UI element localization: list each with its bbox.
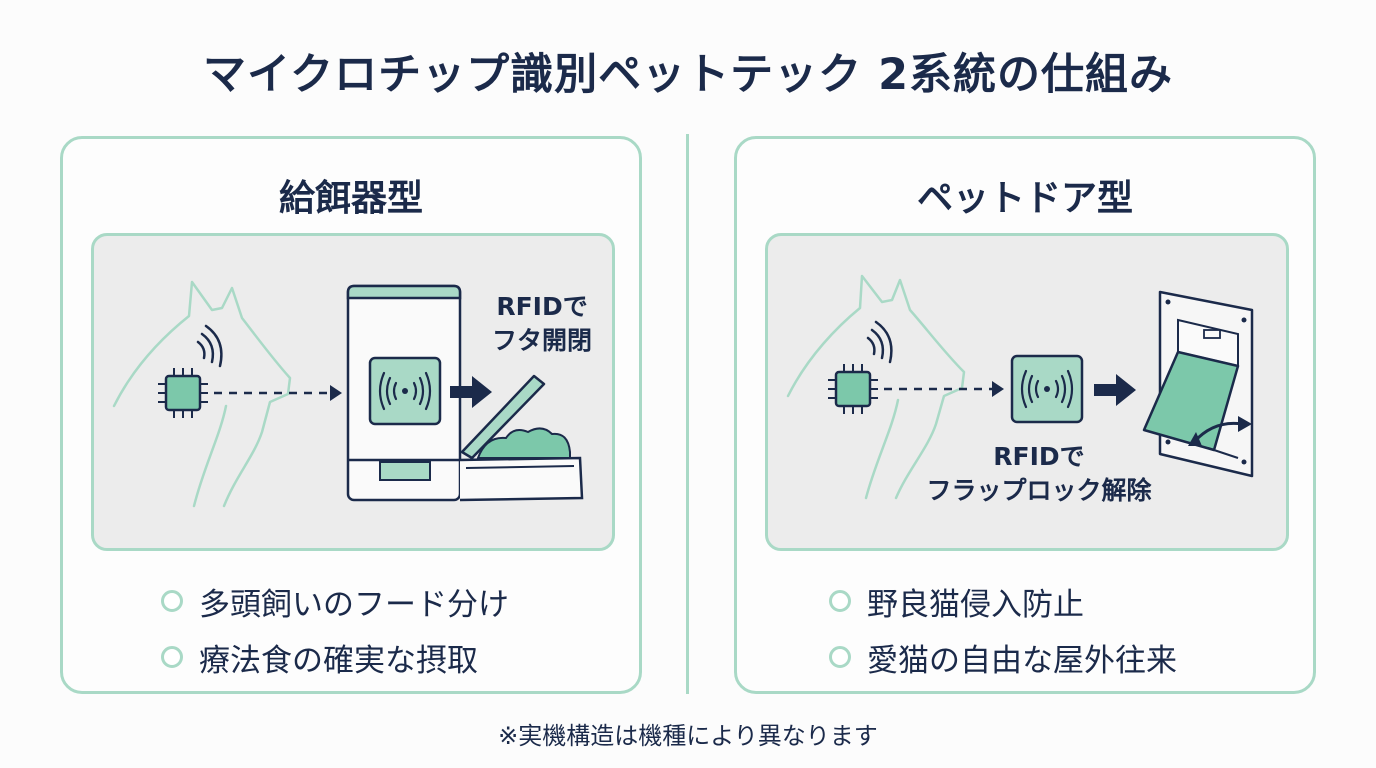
pet-door-illustration-panel: RFIDで フラップロック解除	[765, 233, 1289, 551]
feeder-illustration-panel: RFIDで フタ開閉	[91, 233, 615, 551]
microchip-icon	[828, 364, 878, 414]
list-item: 療法食の確実な摂取	[161, 629, 509, 685]
feeder-card-title: 給餌器型	[278, 178, 423, 219]
feeder-benefit-1: 多頭飼いのフード分け	[199, 586, 509, 623]
pet-door-card-title: ペットドア型	[916, 178, 1133, 219]
feeder-type-card: 給餌器型	[60, 136, 642, 694]
bullet-circle-icon	[161, 590, 183, 612]
bullet-circle-icon	[829, 646, 851, 668]
rfid-reader-icon	[368, 356, 442, 426]
feeder-benefit-list: 多頭飼いのフード分け 療法食の確実な摂取	[161, 573, 509, 685]
feeder-rfid-line1: RFIDで	[496, 292, 588, 321]
center-divider	[686, 134, 689, 694]
pet-door-illustration	[786, 274, 1254, 500]
food-bowl-icon	[459, 427, 584, 502]
cat-outline-icon	[112, 280, 292, 508]
pet-door-benefit-list: 野良猫侵入防止 愛猫の自由な屋外往来	[829, 573, 1177, 685]
dashed-arrow-icon	[214, 385, 342, 401]
arrow-right-icon	[450, 376, 492, 408]
arrow-right-icon	[1094, 374, 1136, 406]
bullet-circle-icon	[829, 590, 851, 612]
pet-door-icon	[1142, 290, 1254, 478]
feeder-lid-icon	[460, 374, 546, 460]
signal-waves-icon	[196, 324, 223, 368]
list-item: 野良猫侵入防止	[829, 573, 1177, 629]
door-benefit-2: 愛猫の自由な屋外往来	[867, 642, 1177, 679]
feeder-rfid-label: RFIDで フタ開閉	[492, 290, 592, 358]
dashed-arrow-icon	[884, 381, 1004, 397]
bullet-circle-icon	[161, 646, 183, 668]
page-title: マイクロチップ識別ペットテック 2系統の仕組み	[202, 50, 1174, 100]
door-benefit-1: 野良猫侵入防止	[867, 586, 1084, 623]
door-rfid-label: RFIDで フラップロック解除	[914, 440, 1164, 508]
microchip-icon	[158, 368, 208, 418]
door-rfid-line1: RFIDで	[993, 442, 1085, 471]
pet-door-type-card: ペットドア型	[734, 136, 1316, 694]
footnote: ※実機構造は機種により異なります	[498, 722, 878, 750]
list-item: 愛猫の自由な屋外往来	[829, 629, 1177, 685]
rfid-reader-icon	[1010, 354, 1084, 424]
feeder-benefit-2: 療法食の確実な摂取	[199, 642, 478, 679]
cat-outline-icon	[786, 274, 966, 500]
signal-waves-icon	[866, 320, 893, 364]
feeder-illustration	[112, 280, 584, 508]
feeder-rfid-line2: フタ開閉	[492, 326, 593, 355]
list-item: 多頭飼いのフード分け	[161, 573, 509, 629]
door-rfid-line2: フラップロック解除	[926, 476, 1152, 505]
